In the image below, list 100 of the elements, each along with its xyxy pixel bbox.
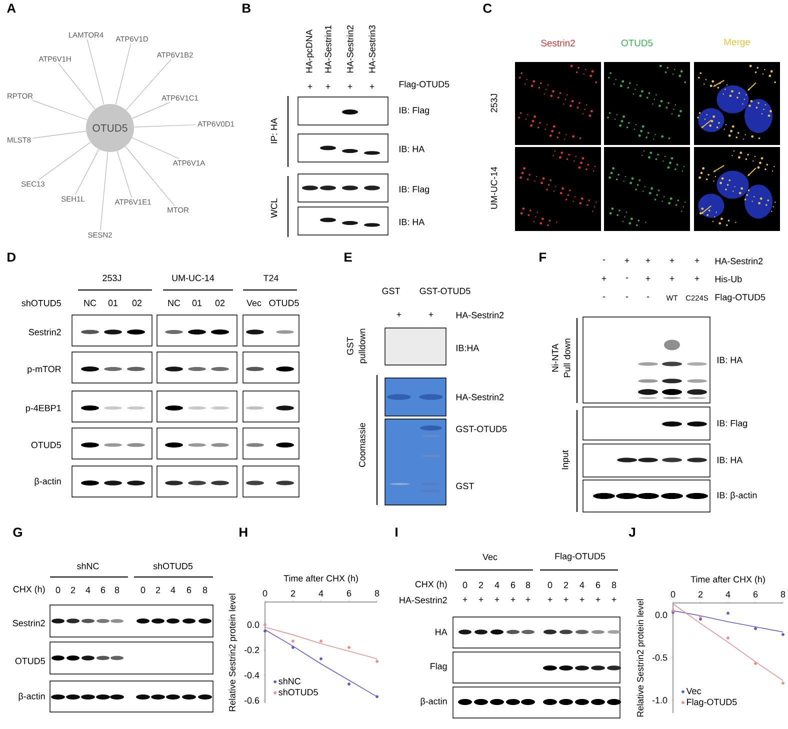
panel-letter: B (242, 4, 250, 13)
time-label: 6 (510, 582, 516, 588)
panel-letter: E (344, 252, 352, 262)
y-tick-label: 0.0 (247, 622, 260, 628)
panel-letter: J (628, 528, 636, 537)
point (699, 615, 702, 618)
plus-sign: + (612, 597, 616, 602)
y-tick-label: 0.0 (655, 612, 668, 618)
connector-line (38, 142, 91, 180)
channel-label: Merge (724, 38, 750, 48)
connector-line (32, 100, 88, 120)
connector-line (116, 150, 132, 198)
band-label: HA-Sestrin2 (456, 394, 504, 400)
plus-sign: + (526, 597, 530, 602)
antibody-label: β-actin (34, 478, 61, 486)
point (292, 646, 295, 649)
panel-letter: G (13, 528, 22, 537)
group-label: Coomassie (358, 422, 366, 467)
treatment-label: HA-Sestrin2 (456, 312, 504, 318)
antibody-label: β-actin (420, 698, 447, 706)
connector-line (116, 43, 132, 105)
lane-label: 02 (132, 300, 142, 306)
treatment-label: Flag-OTUD5 (399, 80, 450, 90)
x-tick-label: 6 (753, 591, 758, 598)
antibody-label: IB: HA (718, 456, 743, 464)
antibody-label: Flag (430, 662, 447, 672)
point (726, 636, 730, 640)
legend-label: shNC (278, 678, 300, 684)
plus-sign: + (494, 597, 500, 602)
cell-line-label: UM-UC-14 (490, 166, 498, 209)
group-label: shNC (77, 562, 99, 570)
plus-sign: + (370, 84, 374, 89)
panel-letter: H (240, 528, 248, 537)
treatment-sign: - (626, 296, 628, 298)
y-tick-label: -0.6 (244, 697, 260, 704)
time-label: 8 (202, 586, 208, 594)
treatment-sign: + (624, 258, 630, 263)
group-label: Flag-OTUD5 (555, 552, 606, 562)
plus-sign: + (596, 597, 600, 602)
cell-line-label: UM-UC-14 (172, 274, 214, 282)
time-label: 2 (478, 582, 484, 588)
point (348, 682, 351, 686)
group-label: shOTUD5 (153, 562, 193, 570)
lane-label: HA-pcDNA (306, 29, 314, 73)
antibody-label: IB: Flag (400, 106, 430, 116)
plus-sign: + (462, 597, 468, 602)
group-label: WCL (270, 198, 278, 218)
point (726, 612, 730, 615)
x-tick-label: 4 (318, 590, 324, 596)
treatment-sign: - (646, 296, 650, 298)
cell-line-label: 253J (490, 94, 498, 112)
x-tick-label: 0 (262, 590, 268, 596)
treatment-sign: - (602, 296, 606, 298)
treatment-label: CHX (h) (13, 586, 45, 594)
treatment-sign: + (670, 276, 674, 281)
cell-line-label: 253J (102, 274, 122, 282)
x-tick-label: 4 (726, 591, 730, 598)
lane-label: NC (168, 300, 180, 306)
channel-label: Sestrin2 (541, 40, 575, 46)
plus-sign: + (428, 312, 434, 317)
x-tick-label: 6 (346, 590, 352, 596)
x-tick-label: 0 (670, 591, 676, 598)
group-label: Vec (482, 554, 498, 560)
antibody-label: Sestrin2 (12, 620, 45, 626)
antibody-label: IB:HA (456, 344, 480, 352)
treatment-sign: + (670, 258, 674, 263)
lane-label: HA-Sestrin1 (324, 25, 332, 73)
x-tick-label: 2 (290, 590, 296, 596)
lane-label: GST (382, 288, 400, 294)
lane-label: 01 (108, 300, 118, 306)
lane-label: HA-Sestrin3 (368, 25, 376, 73)
lane-label: GST-OTUD5 (420, 288, 470, 294)
channel-label: OTUD5 (621, 40, 653, 46)
group-label: Ni-NTA Pull down (552, 338, 570, 378)
treatment-label: HA-Sestrin2 (715, 258, 763, 264)
lane-label: HA-Sestrin2 (346, 25, 354, 73)
time-label: 0 (462, 582, 468, 588)
time-label: 4 (170, 586, 176, 594)
point (348, 646, 351, 649)
antibody-label: p-mTOR (28, 366, 61, 374)
panel-letter: I (396, 528, 398, 537)
time-label: 0 (56, 586, 60, 594)
antibody-label: β-actin (18, 692, 45, 702)
time-label: 4 (580, 582, 584, 588)
point (376, 660, 379, 663)
treatment-sign: + (694, 258, 700, 263)
antibody-label: IB: HA (400, 146, 425, 152)
lane-label: Vec (246, 300, 262, 306)
group-label: GST pulldown (346, 328, 368, 364)
plus-sign: + (510, 597, 516, 602)
legend-label: Vec (686, 688, 702, 694)
antibody-label: p-4EBP1 (26, 404, 61, 413)
plus-sign: + (396, 312, 402, 317)
connector-line (74, 149, 100, 195)
group-label: IP: HA (270, 118, 278, 144)
antibody-label: IB: HA (718, 356, 743, 364)
time-label: 8 (526, 582, 530, 588)
time-label: 4 (86, 586, 90, 594)
connector-line (134, 124, 196, 128)
point (264, 630, 267, 633)
